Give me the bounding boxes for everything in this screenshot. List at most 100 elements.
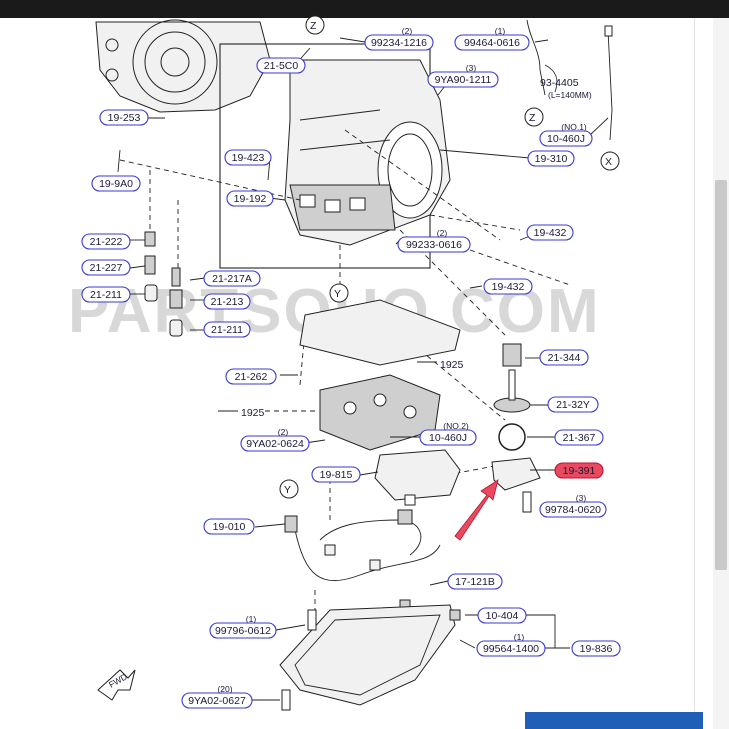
callout-qty: (1) — [495, 26, 506, 36]
callout-17-121B[interactable]: 17-121B — [447, 573, 503, 590]
callout-oval[interactable] — [81, 233, 131, 250]
callout-21-213[interactable]: 21-213 — [203, 293, 251, 310]
callout-text: 99796-0612 — [215, 625, 271, 637]
callout-oval[interactable] — [447, 573, 503, 590]
oil-pan-drawing — [279, 604, 461, 711]
callout-oval[interactable] — [476, 640, 546, 657]
callout-oval[interactable] — [181, 692, 253, 709]
callout-9YA02-0624[interactable]: 9YA02-0624(2) — [240, 427, 310, 452]
accumulator-parts — [144, 231, 183, 337]
callout-19-010[interactable]: 19-010 — [203, 518, 255, 535]
callout-oval[interactable] — [547, 396, 599, 413]
callout-oval[interactable] — [311, 466, 361, 483]
callout-99784-0620[interactable]: 99784-0620(3) — [539, 493, 607, 518]
callout-oval[interactable] — [209, 622, 277, 639]
callout-oval[interactable] — [203, 293, 251, 310]
callout-text: 19-010 — [213, 521, 246, 533]
callout-19-192[interactable]: 19-192 — [226, 190, 274, 207]
callout-text: 21-222 — [90, 236, 123, 248]
callout-21-344[interactable]: 21-344 — [539, 349, 589, 366]
callout-oval[interactable] — [554, 462, 604, 479]
callout-oval[interactable] — [203, 270, 261, 287]
callout-10-460J[interactable]: 10-460J(NO.2) — [419, 421, 477, 446]
callout-21-367[interactable]: 21-367 — [554, 429, 604, 446]
callout-19-423[interactable]: 19-423 — [224, 149, 272, 166]
callout-oval[interactable] — [99, 109, 149, 126]
svg-text:Z: Z — [310, 20, 317, 32]
callout-oval[interactable] — [427, 71, 499, 88]
callout-19-310[interactable]: 19-310 — [527, 150, 575, 167]
callout-oval[interactable] — [224, 149, 272, 166]
bottom-blue-bar — [525, 712, 703, 729]
callout-21-222[interactable]: 21-222 — [81, 233, 131, 250]
highlight-arrow — [454, 479, 499, 541]
callout-text: 21-32Y — [556, 399, 590, 411]
callout-19-432[interactable]: 19-432 — [483, 278, 533, 295]
callout-oval[interactable] — [364, 34, 434, 51]
callout-text: 99464-0616 — [464, 37, 520, 49]
callout-10-404[interactable]: 10-404 — [477, 607, 527, 624]
callout-19-836[interactable]: 19-836 — [571, 640, 621, 657]
callout-21-217A[interactable]: 21-217A — [203, 270, 261, 287]
callout-99564-1400[interactable]: 99564-1400(1) — [476, 632, 546, 657]
callout-oval[interactable] — [225, 368, 277, 385]
svg-text:93-4405: 93-4405 — [540, 77, 579, 89]
callout-oval[interactable] — [526, 224, 574, 241]
callout-oval[interactable] — [539, 501, 607, 518]
callout-oval[interactable] — [81, 286, 131, 303]
callout-99796-0612[interactable]: 99796-0612(1) — [209, 614, 277, 639]
callout-99233-0616[interactable]: 99233-0616(2) — [397, 228, 471, 253]
dipstick-drawing — [526, 19, 613, 141]
callout-oval[interactable] — [81, 259, 131, 276]
callout-text: 21-227 — [90, 262, 123, 274]
svg-text:Y: Y — [334, 288, 341, 300]
callout-text: 9YA02-0627 — [188, 695, 246, 707]
callout-21-32Y[interactable]: 21-32Y — [547, 396, 599, 413]
callout-oval[interactable] — [226, 190, 274, 207]
callout-oval[interactable] — [91, 175, 141, 192]
callout-19-432[interactable]: 19-432 — [526, 224, 574, 241]
callout-10-460J[interactable]: 10-460J(NO.1) — [539, 122, 593, 147]
callout-99464-0616[interactable]: 99464-0616(1) — [454, 26, 530, 51]
callout-99234-1216[interactable]: 99234-1216(2) — [364, 26, 434, 51]
callout-19-391[interactable]: 19-391 — [554, 462, 604, 479]
callout-oval[interactable] — [571, 640, 621, 657]
callout-21-211[interactable]: 21-211 — [81, 286, 131, 303]
callout-oval[interactable] — [203, 518, 255, 535]
callout-21-5C0[interactable]: 21-5C0 — [256, 57, 306, 74]
callout-qty: (1) — [246, 614, 257, 624]
callout-qty: (3) — [466, 63, 477, 73]
svg-text:1925: 1925 — [440, 359, 464, 371]
svg-text:1925: 1925 — [241, 407, 265, 419]
callout-text: 99234-1216 — [371, 37, 427, 49]
callout-oval[interactable] — [240, 435, 310, 452]
callout-oval[interactable] — [539, 349, 589, 366]
callout-text: 21-211 — [90, 289, 122, 301]
callout-oval[interactable] — [554, 429, 604, 446]
callout-oval[interactable] — [203, 321, 251, 338]
callout-oval[interactable] — [483, 278, 533, 295]
callout-oval[interactable] — [477, 607, 527, 624]
callout-text: 19-310 — [535, 153, 568, 165]
callout-text: 19-815 — [320, 469, 353, 481]
callout-text: 21-344 — [548, 352, 581, 364]
scrollbar-thumb[interactable] — [715, 180, 727, 570]
callout-oval[interactable] — [397, 236, 471, 253]
callout-9YA02-0627[interactable]: 9YA02-0627(20) — [181, 684, 253, 709]
callout-19-253[interactable]: 19-253 — [99, 109, 149, 126]
callout-19-9A0[interactable]: 19-9A0 — [91, 175, 141, 192]
callout-oval[interactable] — [256, 57, 306, 74]
callout-text: 21-5C0 — [264, 60, 299, 72]
callout-21-211[interactable]: 21-211 — [203, 321, 251, 338]
callout-9YA90-1211[interactable]: 9YA90-1211(3) — [427, 63, 499, 88]
callout-21-262[interactable]: 21-262 — [225, 368, 277, 385]
callout-21-227[interactable]: 21-227 — [81, 259, 131, 276]
callout-oval[interactable] — [527, 150, 575, 167]
callout-19-815[interactable]: 19-815 — [311, 466, 361, 483]
callout-text: 19-253 — [108, 112, 141, 124]
callout-labels: 99234-1216(2)99464-0616(1)21-5C09YA90-12… — [81, 26, 621, 709]
callout-oval[interactable] — [419, 429, 477, 446]
callout-oval[interactable] — [454, 34, 530, 51]
callout-oval[interactable] — [539, 130, 593, 147]
